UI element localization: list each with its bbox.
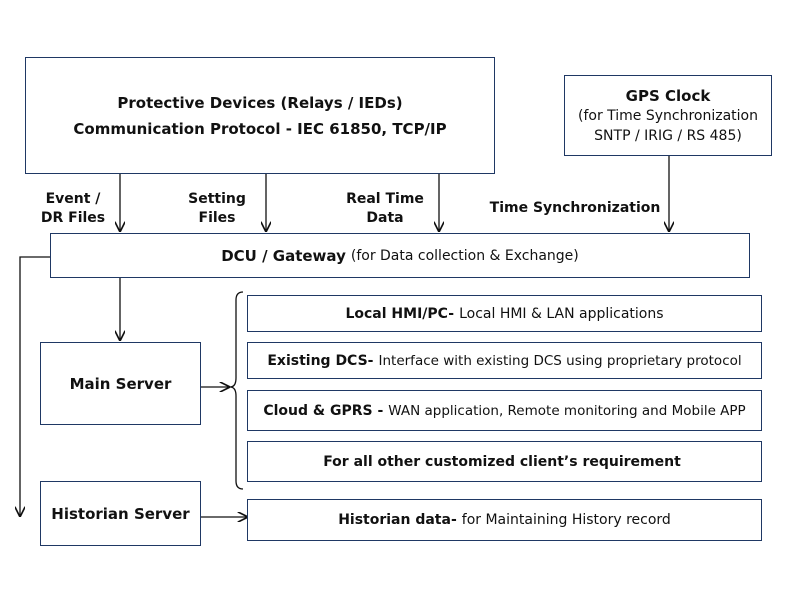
- client-custom-title: For all other customized client’s requir…: [323, 453, 681, 470]
- main-server-label: Main Server: [69, 374, 172, 393]
- dcu-gateway-box: DCU / Gateway (for Data collection & Exc…: [50, 233, 750, 278]
- label-event-dr-files: Event / DR Files: [40, 191, 106, 226]
- label-time-synchronization: Time Synchronization: [489, 200, 661, 216]
- client-existing-dcs-description: Interface with existing DCS using propri…: [378, 352, 742, 369]
- historian-data-description: for Maintaining History record: [461, 512, 671, 528]
- historian-data-box: Historian data- for Maintaining History …: [247, 499, 762, 541]
- arrow-dcu-to-historian: [20, 256, 50, 516]
- client-local-hmi-title: Local HMI/PC-: [345, 305, 455, 322]
- client-cloud-gprs-description: WAN application, Remote monitoring and M…: [388, 402, 746, 419]
- client-brace: [229, 291, 244, 490]
- protective-devices-box: Protective Devices (Relays / IEDs) Commu…: [25, 57, 495, 174]
- dcu-gateway-description: (for Data collection & Exchange): [350, 247, 579, 264]
- protective-devices-title: Protective Devices (Relays / IEDs): [117, 93, 403, 112]
- main-server-box: Main Server: [40, 342, 201, 425]
- client-cloud-gprs-box: Cloud & GPRS - WAN application, Remote m…: [247, 390, 762, 431]
- client-cloud-gprs-title: Cloud & GPRS -: [263, 402, 384, 419]
- historian-data-title: Historian data-: [338, 512, 457, 528]
- client-local-hmi-box: Local HMI/PC- Local HMI & LAN applicatio…: [247, 295, 762, 332]
- historian-server-label: Historian Server: [51, 504, 190, 523]
- gps-clock-box: GPS Clock (for Time Synchronization SNTP…: [564, 75, 772, 156]
- client-custom-box: For all other customized client’s requir…: [247, 441, 762, 482]
- client-local-hmi-description: Local HMI & LAN applications: [459, 305, 664, 322]
- gps-clock-title: GPS Clock: [625, 86, 711, 105]
- communication-protocol-text: Communication Protocol - IEC 61850, TCP/…: [73, 119, 447, 138]
- gps-clock-line2: SNTP / IRIG / RS 485): [594, 127, 742, 144]
- client-existing-dcs-title: Existing DCS-: [267, 352, 374, 369]
- gps-clock-line1: (for Time Synchronization: [577, 107, 758, 124]
- client-existing-dcs-box: Existing DCS- Interface with existing DC…: [247, 342, 762, 379]
- label-setting-files: Setting Files: [188, 191, 246, 226]
- label-real-time-data: Real Time Data: [346, 191, 424, 226]
- historian-server-box: Historian Server: [40, 481, 201, 546]
- dcu-gateway-title: DCU / Gateway: [221, 246, 346, 265]
